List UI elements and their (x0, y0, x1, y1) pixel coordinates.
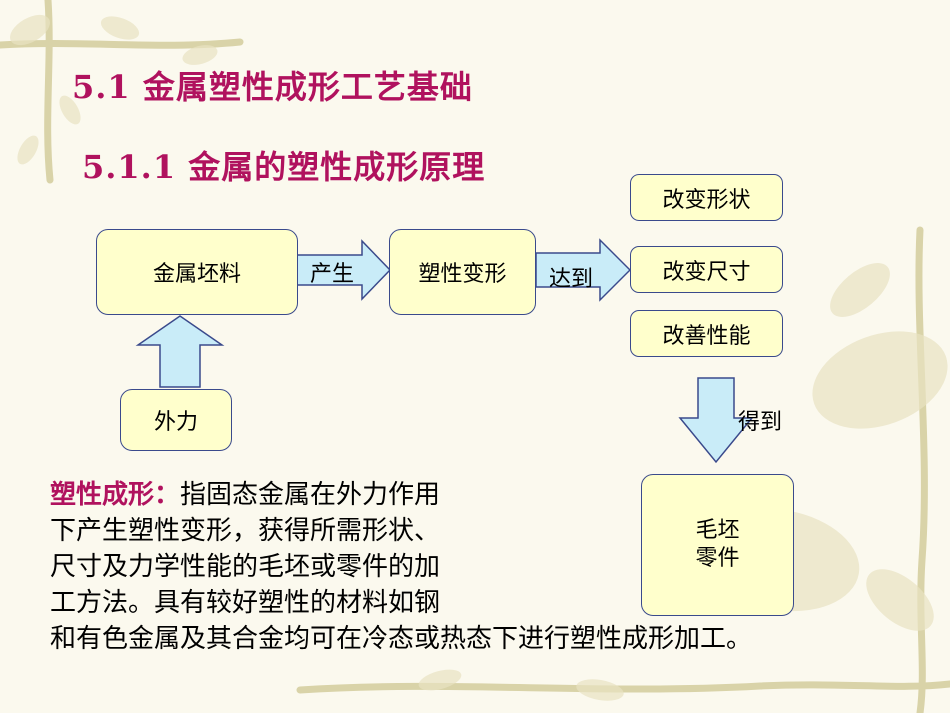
definition-text-1: 指固态金属在外力作用 (180, 480, 441, 510)
arrow-reach (535, 238, 632, 302)
definition-line-2: 下产生塑性变形，获得所需形状、 (50, 516, 441, 546)
box-change-shape: 改变形状 (630, 174, 783, 221)
label-reach: 达到 (549, 267, 594, 292)
label-produce: 产生 (310, 262, 355, 287)
definition-line-1: 塑性成形：指固态金属在外力作用 (50, 477, 920, 513)
arrow-up-force (135, 315, 225, 388)
box-improve-property: 改善性能 (630, 310, 783, 357)
box-change-size: 改变尺寸 (630, 246, 783, 293)
box-blank-part-line1: 毛坯 (695, 518, 740, 543)
definition-term: 塑性成形： (50, 480, 181, 510)
box-metal-blank: 金属坯料 (96, 229, 298, 315)
arrow-down-obtain (678, 377, 754, 464)
section-title: 5.1.1 金属的塑性成形原理 (82, 148, 486, 186)
definition-line-4: 工方法。具有较好塑性的材料如钢 (50, 588, 441, 618)
definition-line-5: 和有色金属及其合金均可在冷态或热态下进行塑性成形加工。 (50, 624, 753, 654)
definition-line-3: 尺寸及力学性能的毛坯或零件的加 (50, 552, 441, 582)
definition-paragraph: 塑性成形：指固态金属在外力作用 下产生塑性变形，获得所需形状、 尺寸及力学性能的… (50, 477, 920, 657)
box-plastic-deformation: 塑性变形 (389, 229, 536, 315)
box-external-force: 外力 (120, 389, 232, 451)
box-blank-part: 毛坯 零件 (641, 474, 794, 616)
page-title: 5.1 金属塑性成形工艺基础 (72, 68, 473, 106)
label-obtain: 得到 (738, 410, 783, 435)
arrow-produce (295, 239, 392, 301)
box-blank-part-line2: 零件 (695, 546, 740, 571)
